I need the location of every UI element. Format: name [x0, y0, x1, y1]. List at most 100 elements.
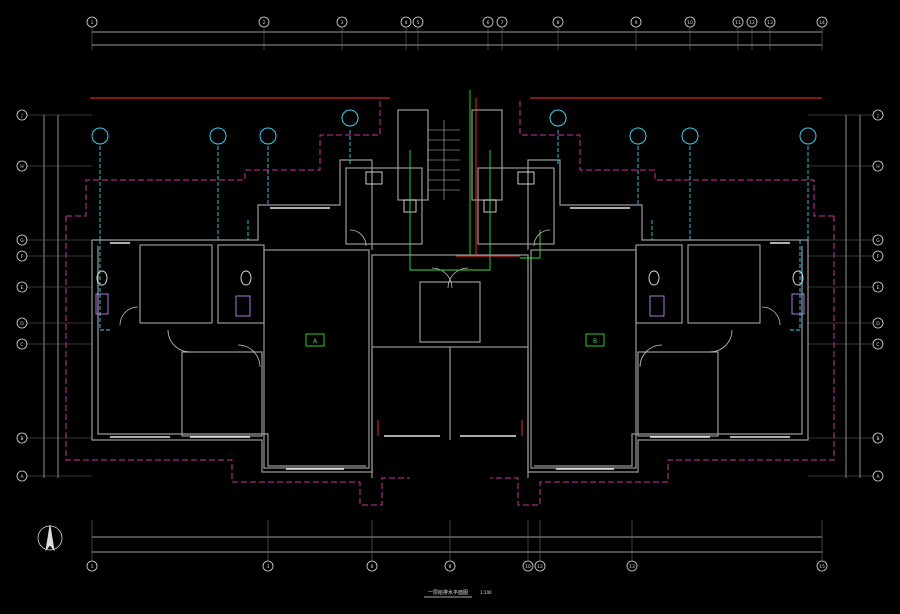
grid-bubble-bottom-13-label: 13 [629, 564, 635, 570]
water-supply-pipes [99, 130, 809, 331]
grid-bubble-bottom-10-label: 10 [525, 564, 531, 570]
grid-bubble-bottom-8: 8 [444, 560, 456, 572]
drawing-title-block: 一层给排水平面图 1:100 [424, 589, 492, 598]
grid-bubble-bottom-13: 13 [626, 560, 638, 572]
grid-bubble-bottom-12: 12 [534, 560, 546, 572]
grid-bubble-top-2: 2 [258, 16, 270, 28]
grid-bubble-left-E-label: E [21, 285, 24, 291]
grid-bubble-top-3: 3 [336, 16, 348, 28]
grid-bubble-right-A-label: A [876, 474, 880, 480]
grid-bubble-right-C: C [872, 338, 884, 350]
grid-bubble-bottom-3-label: 3 [267, 564, 270, 570]
grid-bubble-left-D-label: D [20, 321, 24, 327]
grid-bubble-top-8-label: 8 [557, 20, 560, 26]
stair-treads [428, 120, 460, 200]
grid-bubble-top-1: 1 [86, 16, 98, 28]
grid-bubble-top-11: 11 [732, 16, 744, 28]
grid-bubble-top-9: 9 [630, 16, 642, 28]
grid-bubble-top-5-label: 5 [417, 20, 420, 26]
grid-bubble-left-H-label: H [20, 164, 23, 170]
grid-bubble-right-G: G [872, 234, 884, 246]
grid-bubble-left-A-label: A [20, 474, 24, 480]
grid-bubble-right-B: B [872, 432, 884, 444]
windows [110, 207, 790, 470]
grid-bubble-top-7-label: 7 [501, 20, 504, 26]
grid-bubble-top-10-label: 10 [687, 20, 693, 26]
grid-bubble-top-4-label: 4 [405, 20, 408, 26]
hot-water-pipes [377, 98, 523, 436]
grid-bubble-right-D: D [872, 317, 884, 329]
grid-bubble-top-11-label: 11 [735, 20, 741, 26]
grid-bubble-top-7: 7 [496, 16, 508, 28]
grid-bubble-right-J-label: J [876, 113, 878, 119]
grid-bubble-left-F: F [16, 250, 28, 262]
grid-bubble-top-14: 14 [816, 16, 828, 28]
grid-bubble-left-B: B [16, 432, 28, 444]
grid-bubble-top-6: 6 [482, 16, 494, 28]
grid-bubble-top-10: 10 [684, 16, 696, 28]
drain-pipes [409, 90, 541, 271]
grid-bubble-right-E-label: E [877, 285, 880, 291]
grid-bubble-bottom-6-label: 6 [371, 564, 374, 570]
grid-bubble-top-12-label: 12 [749, 20, 755, 26]
grid-bubble-top-8: 8 [552, 16, 564, 28]
grid-bubble-bottom-1: 1 [86, 560, 98, 572]
grid-bubble-bottom-12-label: 12 [537, 564, 543, 570]
site-boundary [65, 100, 835, 506]
grid-bubble-left-J-label: J [20, 113, 22, 119]
building-walls [91, 109, 809, 478]
grid-bubble-right-G-label: G [876, 238, 880, 244]
grid-bubble-top-4: 4 [400, 16, 412, 28]
grid-bubble-right-F: F [872, 250, 884, 262]
grid-bubble-top-12: 12 [746, 16, 758, 28]
grid-bubble-bottom-15-label: 15 [819, 564, 825, 570]
grid-bubble-top-6-label: 6 [487, 20, 490, 26]
grid-bubble-left-B-label: B [20, 436, 23, 442]
unit-marker-b: B [593, 338, 597, 345]
grid-bubble-right-B-label: B [876, 436, 879, 442]
unit-markers: A B [305, 333, 605, 347]
grid-bubble-top-3-label: 3 [341, 20, 344, 26]
grid-bubble-top-13-label: 13 [767, 20, 773, 26]
grid-bubble-left-G-label: G [20, 238, 24, 244]
dimension-frame [43, 31, 861, 553]
grid-bubble-right-A: A [872, 470, 884, 482]
grid-bubble-bottom-10: 10 [522, 560, 534, 572]
grid-bubble-left-H: H [16, 160, 28, 172]
grid-bubble-left-A: A [16, 470, 28, 482]
grid-bubble-top-14-label: 14 [819, 20, 825, 26]
doors [119, 229, 781, 368]
riser-bubbles [91, 109, 817, 145]
grid-bubble-right-F-label: F [877, 254, 880, 260]
grid-bubble-bottom-15: 15 [816, 560, 828, 572]
grid-bubble-left-F-label: F [21, 254, 24, 260]
grid-bubble-bottom-6: 6 [366, 560, 378, 572]
grid-bubble-bottom-3: 3 [262, 560, 274, 572]
grid-bubble-right-D-label: D [876, 321, 880, 327]
grid-bubble-left-E: E [16, 281, 28, 293]
grid-bubble-left-C-label: C [20, 342, 23, 348]
grid-bubble-top-1-label: 1 [91, 20, 94, 26]
drawing-scale: 1:100 [480, 590, 492, 595]
grid-bubble-right-C-label: C [876, 342, 879, 348]
grid-bubble-left-D: D [16, 317, 28, 329]
grid-bubble-top-5: 5 [412, 16, 424, 28]
grid-bubble-left-C: C [16, 338, 28, 350]
north-arrow-icon [37, 524, 63, 552]
grid-bubble-left-J: J [16, 109, 28, 121]
unit-marker-a: A [313, 338, 318, 345]
grid-bubble-right-J: J [872, 109, 884, 121]
grid-bubble-top-13: 13 [764, 16, 776, 28]
grid-bubble-right-H: H [872, 160, 884, 172]
drawing-title: 一层给排水平面图 [428, 589, 468, 596]
grid-bubble-top-2-label: 2 [263, 20, 266, 26]
grid-bubble-right-H-label: H [876, 164, 879, 170]
grid-bubble-right-E: E [872, 281, 884, 293]
grid-bubble-bottom-1-label: 1 [91, 564, 94, 570]
grid-bubble-left-G: G [16, 234, 28, 246]
grid-bubble-top-9-label: 9 [635, 20, 638, 26]
grid-bubble-bottom-8-label: 8 [449, 564, 452, 570]
grid-lines [27, 27, 873, 561]
